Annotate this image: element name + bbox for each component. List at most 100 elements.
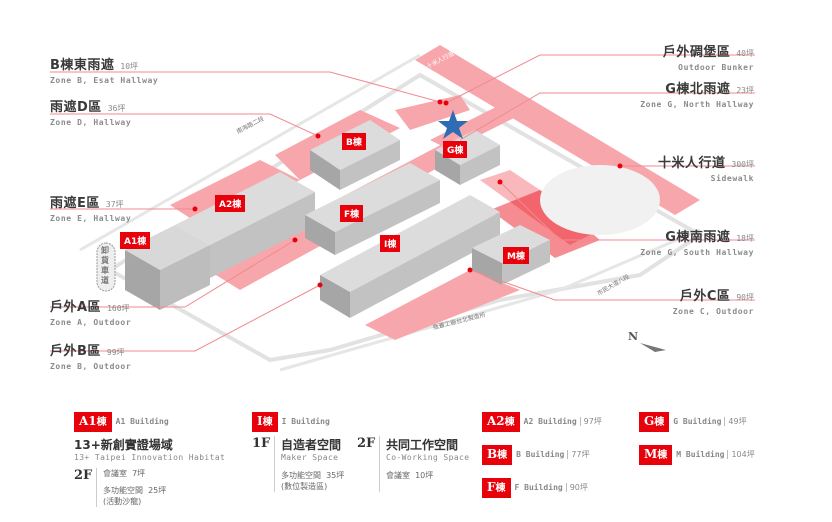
legend-floor-title: 自造者空間 (281, 437, 342, 452)
room-name: 會議室 (103, 468, 127, 478)
callout-title: 戶外A區 (50, 300, 102, 315)
room-note: (活動沙龍) (103, 496, 142, 506)
room-area: 35坪 (326, 470, 345, 480)
callout-subtitle: Zone B, Outdoor (50, 362, 132, 371)
callout-area: 23坪 (736, 86, 754, 95)
legend-building-name: A1 Building (115, 417, 169, 426)
map-tag-b[interactable]: B棟 (342, 133, 366, 150)
legend-building-area: 77坪 (567, 450, 590, 459)
callout-title: 戶外碉堡區 (662, 45, 731, 60)
callout-area: 36坪 (107, 104, 126, 113)
legend-floor: 2F (74, 467, 93, 483)
site-map: N (50, 45, 755, 372)
zone-b-east (395, 95, 470, 130)
compass-arrow-icon (640, 343, 666, 352)
loading-lane-badge (96, 242, 116, 292)
leader-lines (50, 54, 755, 352)
legend-floor-title: 共同工作空間 (386, 437, 459, 452)
callout-zone-c[interactable]: 戶外C區 90坪 Zone C, Outdoor (673, 285, 754, 316)
site-boundary (106, 72, 704, 363)
compass-north-label: N (628, 330, 638, 343)
callout-area: 90坪 (736, 293, 754, 302)
callout-area: 40坪 (736, 49, 754, 58)
callout-outdoor-bunker[interactable]: 戶外碉堡區 40坪 Outdoor Bunker (663, 41, 754, 72)
callout-title: 雨遮E區 (50, 196, 100, 211)
callout-sidewalk[interactable]: 十米人行道 300坪 Sidewalk (658, 152, 754, 183)
callout-area: 99坪 (106, 348, 125, 357)
room-area: 25坪 (148, 485, 167, 495)
legend-tag: A2棟 (482, 411, 520, 432)
legend-building-name: F Building (514, 483, 563, 492)
callout-subtitle: Sidewalk (710, 174, 754, 183)
callout-g-south-hallway[interactable]: G棟南雨遮 18坪 Zone G, South Hallway (640, 226, 754, 257)
callout-area: 18坪 (736, 234, 754, 243)
legend-building-name: M Building (676, 450, 725, 459)
building-a1 (125, 225, 210, 310)
callout-area: 300坪 (731, 160, 754, 169)
legend-building-area: 90坪 (565, 483, 588, 492)
road-line (79, 53, 421, 252)
callout-title: 十米人行道 (658, 156, 726, 171)
room-name: 多功能空間 (281, 470, 321, 480)
callout-zone-e[interactable]: 雨遮E區 37坪 Zone E, Hallway (50, 192, 131, 223)
legend-floor: 1F (252, 435, 271, 451)
legend-building-name: I Building (281, 417, 330, 426)
callout-g-north-hallway[interactable]: G棟北雨遮 23坪 Zone G, North Hallway (640, 78, 754, 109)
callout-area: 160坪 (107, 304, 130, 313)
legend-building-area: 49坪 (724, 417, 747, 426)
map-tag-a2[interactable]: A2棟 (215, 195, 246, 212)
callout-title: G棟南雨遮 (665, 230, 731, 245)
room-area: 10坪 (415, 470, 434, 480)
zone-outdoor-terrace (490, 190, 600, 258)
callout-title: 戶外C區 (679, 289, 731, 304)
zone-e-hallway (170, 160, 300, 228)
legend-a1-subtitle: 13+ Taipei Innovation Habitat (74, 452, 226, 462)
map-tag-g[interactable]: G棟 (443, 141, 468, 158)
callout-subtitle: Zone C, Outdoor (672, 307, 754, 316)
legend-building-area: 104坪 (727, 450, 755, 459)
callout-title: G棟北雨遮 (665, 82, 731, 97)
callout-title: 雨遮D區 (50, 100, 102, 115)
room-name: 會議室 (386, 470, 410, 480)
legend-building-name: G Building (673, 417, 722, 426)
room-note: (數位製造區) (281, 481, 328, 491)
legend-building-area: 97坪 (579, 417, 602, 426)
map-tag-f[interactable]: F棟 (340, 205, 364, 222)
callout-zone-b-outdoor[interactable]: 戶外B區 99坪 Zone B, Outdoor (50, 340, 131, 371)
room-area: 7坪 (132, 468, 146, 478)
callout-area: 37坪 (105, 200, 124, 209)
legend-building-name: B Building (516, 450, 565, 459)
callout-subtitle: Zone E, Hallway (50, 214, 132, 223)
zone-c-outdoor (365, 270, 520, 340)
legend-tag-a1: A1棟 (74, 411, 112, 432)
leader-dots (192, 99, 623, 288)
legend-floor-subtitle: Co-Working Space (386, 452, 470, 462)
callout-title: 戶外B區 (50, 344, 101, 359)
room-name: 多功能空間 (103, 485, 143, 495)
callout-subtitle: Outdoor Bunker (678, 63, 754, 72)
legend-floor: 2F (357, 435, 376, 451)
map-tag-a1[interactable]: A1棟 (120, 232, 151, 249)
map-tag-m[interactable]: M棟 (503, 247, 529, 264)
current-location-star-icon[interactable] (438, 110, 468, 139)
road-line (279, 228, 701, 372)
callout-subtitle: Zone A, Outdoor (50, 318, 132, 327)
callout-subtitle: Zone G, South Hallway (640, 248, 754, 257)
callout-title: B棟東雨遮 (50, 58, 115, 73)
legend-floor-subtitle: Maker Space (281, 452, 339, 462)
park-area (540, 165, 660, 235)
callout-subtitle: Zone G, North Hallway (640, 100, 754, 109)
callout-subtitle: Zone B, Esat Hallway (50, 76, 159, 85)
legend-tag: G棟 (639, 411, 670, 432)
map-tag-i[interactable]: I棟 (380, 235, 401, 252)
building-i (320, 195, 500, 318)
callout-zone-a[interactable]: 戶外A區 160坪 Zone A, Outdoor (50, 296, 131, 327)
